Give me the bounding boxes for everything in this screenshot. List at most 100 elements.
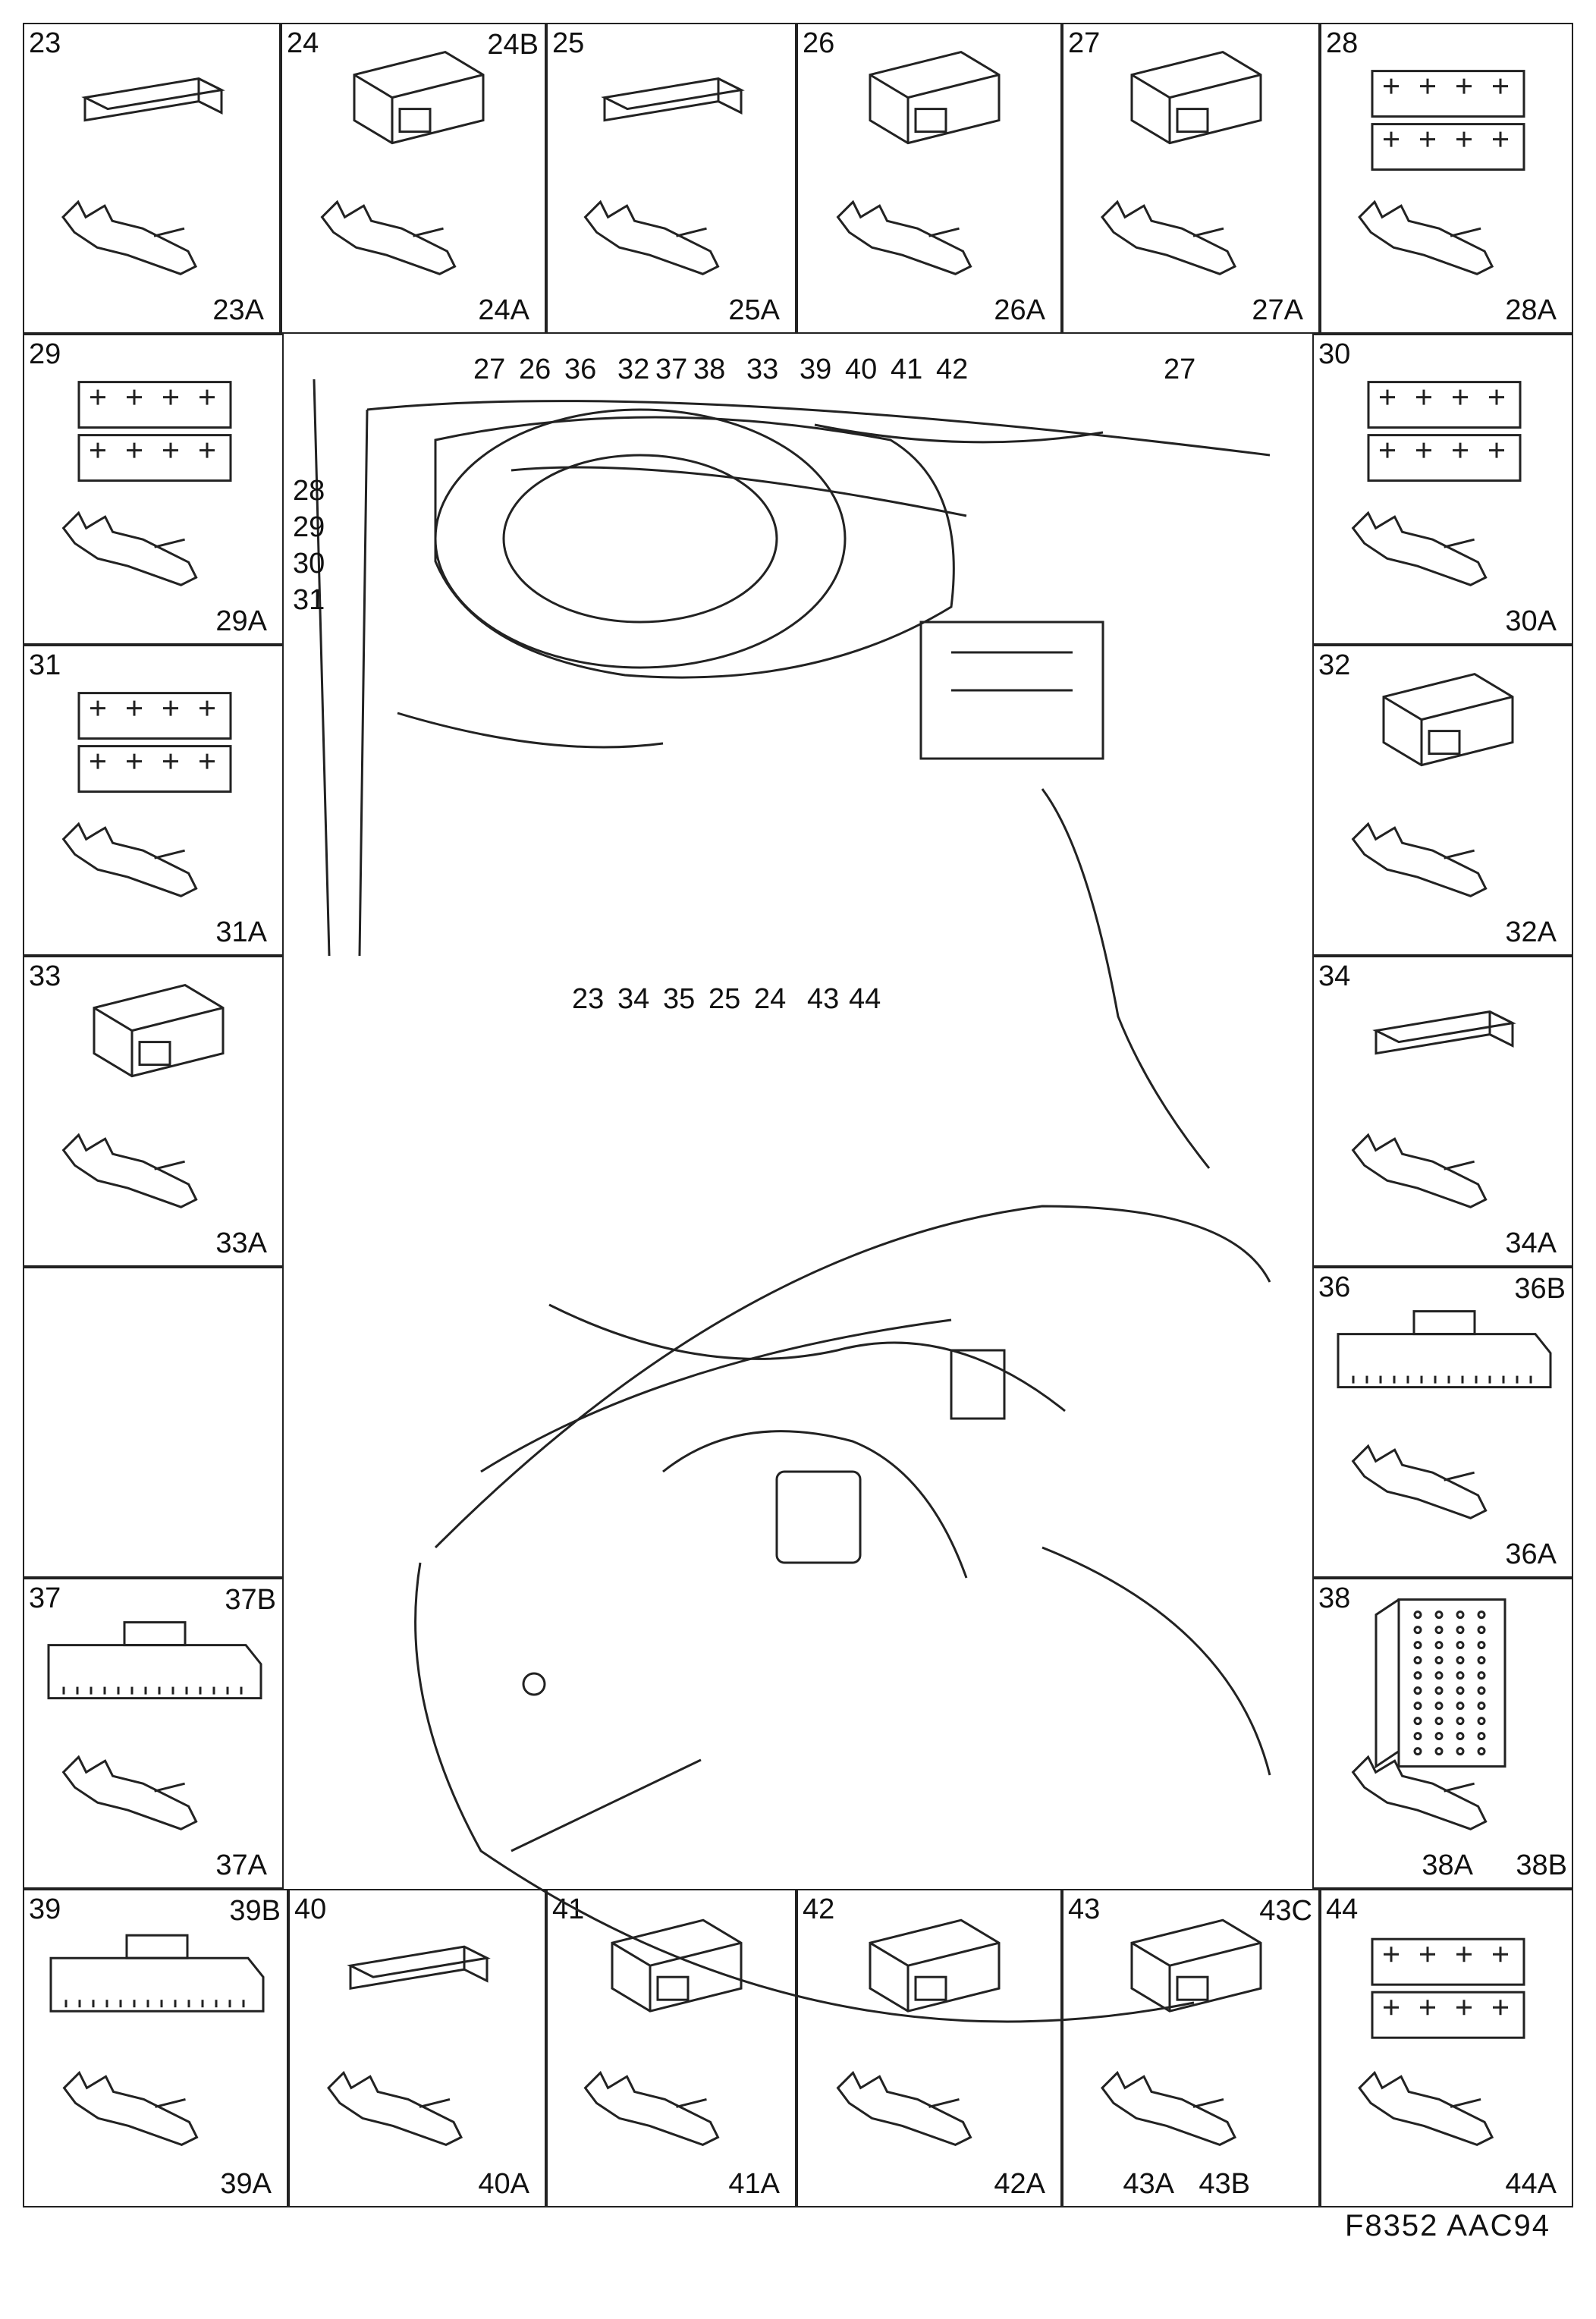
connector-drawing xyxy=(1371,70,1525,171)
terminal-drawing xyxy=(1351,1444,1488,1519)
terminal-label: 34A xyxy=(1505,1227,1557,1259)
part-number: 43 xyxy=(1068,1893,1101,1925)
callout-label: 23 xyxy=(572,983,605,1015)
terminal-label: 33A xyxy=(215,1227,267,1259)
connector-drawing xyxy=(1372,1010,1516,1055)
connector-drawing xyxy=(1337,1310,1552,1389)
part-cell-44: 44 44A xyxy=(1320,1889,1573,2207)
part-number: 37 xyxy=(29,1582,61,1614)
callout-label: 42 xyxy=(936,354,969,385)
callout-label: 28 xyxy=(293,475,325,507)
part-illustration xyxy=(61,77,225,275)
callout-label: 37 xyxy=(655,354,688,385)
connector-drawing xyxy=(869,1918,1001,2013)
terminal-drawing xyxy=(583,2070,720,2147)
callout-label: 27 xyxy=(1164,354,1196,385)
part-number: 26 xyxy=(803,27,835,59)
part-number: 27 xyxy=(1068,27,1101,59)
callout-label: 41 xyxy=(891,354,923,385)
callout-label: 34 xyxy=(617,983,650,1015)
part-number: 28 xyxy=(1326,27,1359,59)
part-cell-38: 38 38A 38B xyxy=(1312,1578,1573,1889)
sub-part-label: 43C xyxy=(1259,1895,1312,1927)
part-number: 39 xyxy=(29,1893,61,1925)
sub-part-label: 36B xyxy=(1514,1273,1566,1305)
callout-label: 30 xyxy=(293,548,325,580)
part-illustration xyxy=(47,1621,262,1830)
part-number: 30 xyxy=(1318,338,1351,370)
part-number: 44 xyxy=(1326,1893,1359,1925)
diagram-code: F8352 AAC94 xyxy=(1344,2209,1550,2242)
terminal-label: 32A xyxy=(1505,916,1557,948)
part-illustration xyxy=(583,77,745,275)
terminal-label: 26A xyxy=(994,294,1045,326)
callout-label: 40 xyxy=(845,354,878,385)
part-number: 42 xyxy=(803,1893,835,1925)
part-illustration xyxy=(1101,1918,1262,2147)
terminal-drawing xyxy=(1101,200,1237,275)
terminal-drawing xyxy=(836,200,972,275)
terminal-label: 37A xyxy=(215,1849,267,1881)
callout-label: 39 xyxy=(800,354,832,385)
sub-part-label: 39B xyxy=(229,1895,281,1927)
part-illustration xyxy=(327,1945,491,2147)
callout-label: 29 xyxy=(293,511,325,543)
sub-part-label: 43B xyxy=(1199,2168,1250,2200)
terminal-label: 27A xyxy=(1252,294,1303,326)
terminal-drawing xyxy=(1351,511,1488,586)
part-number: 40 xyxy=(294,1893,327,1925)
callout-label: 24 xyxy=(754,983,787,1015)
part-illustration xyxy=(1358,70,1525,275)
connector-drawing xyxy=(347,1945,491,1990)
terminal-label: 44A xyxy=(1505,2168,1557,2200)
terminal-label: 38A xyxy=(1422,1849,1473,1881)
connector-drawing xyxy=(353,50,485,145)
terminal-label: 29A xyxy=(215,605,267,637)
terminal-drawing xyxy=(583,200,720,275)
terminal-label: 24A xyxy=(478,294,529,326)
part-illustration xyxy=(1351,672,1514,897)
part-cell-43: 43 43A 43B 43C xyxy=(1062,1889,1320,2207)
callout-label: 35 xyxy=(663,983,696,1015)
connector-drawing xyxy=(1371,1937,1525,2039)
terminal-drawing xyxy=(61,1133,198,1208)
vehicle-sketch xyxy=(313,379,1271,2023)
terminal-label: 23A xyxy=(212,294,264,326)
terminal-drawing xyxy=(61,511,198,586)
terminal-label: 42A xyxy=(994,2168,1045,2200)
connector-drawing xyxy=(601,77,745,122)
callout-label: 25 xyxy=(708,983,741,1015)
sub-part-label: 38B xyxy=(1516,1849,1567,1881)
terminal-label: 28A xyxy=(1505,294,1557,326)
terminal-drawing xyxy=(1101,2070,1237,2147)
terminal-drawing xyxy=(836,2070,972,2147)
callout-label: 27 xyxy=(473,354,506,385)
part-illustration xyxy=(1337,1310,1552,1519)
connector-drawing xyxy=(93,983,225,1078)
connector-drawing xyxy=(47,1621,262,1700)
part-number: 36 xyxy=(1318,1271,1351,1303)
terminal-drawing xyxy=(1351,1755,1488,1830)
part-number: 24 xyxy=(287,27,319,59)
callout-label: 31 xyxy=(293,584,325,616)
part-cell-23: 23 23A xyxy=(23,23,281,334)
part-cell-37: 37 37A 37B xyxy=(23,1578,284,1889)
part-number: 23 xyxy=(29,27,61,59)
part-illustration xyxy=(49,1934,265,2147)
terminal-label: 43A xyxy=(1123,2168,1174,2200)
part-cell-27: 27 27A xyxy=(1062,23,1320,334)
part-number: 29 xyxy=(29,338,61,370)
sub-part-label: 37B xyxy=(225,1584,276,1616)
terminal-drawing xyxy=(1351,822,1488,897)
terminal-label: 41A xyxy=(728,2168,780,2200)
part-number: 38 xyxy=(1318,1582,1351,1614)
connector-drawing xyxy=(77,692,232,793)
part-illustration xyxy=(836,50,1001,275)
